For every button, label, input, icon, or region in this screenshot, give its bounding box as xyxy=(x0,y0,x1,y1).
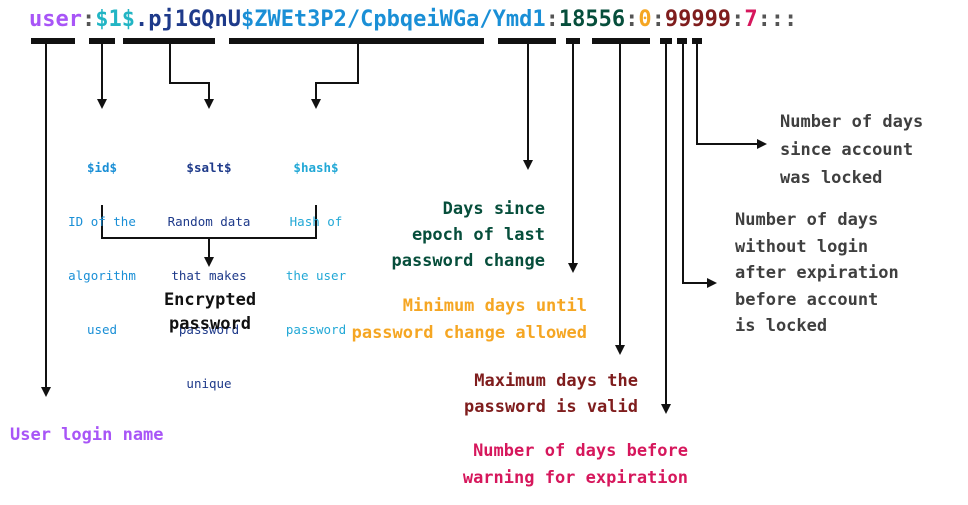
separator: : xyxy=(651,7,665,32)
underline-user xyxy=(31,38,75,44)
underline-min xyxy=(566,38,580,44)
field-user: user xyxy=(29,7,82,32)
underline-inactive xyxy=(677,38,687,44)
part-salt-line: unique xyxy=(186,376,232,391)
user-login-label: User login name xyxy=(10,425,164,445)
separator: : xyxy=(81,7,96,32)
part-id-line: algorithm xyxy=(68,268,136,283)
part-salt-title: $salt$ xyxy=(186,160,232,175)
part-id-title: $id$ xyxy=(86,160,118,175)
shadow-entry-line: user:$1$.pj1GQnU$ZWEt3P2/CpbqeiWGa/Ymd1:… xyxy=(29,6,797,34)
field-salt: .pj1GQnU xyxy=(134,7,241,32)
separator: : xyxy=(625,7,639,32)
underline-hash xyxy=(229,38,484,44)
part-salt-line: password xyxy=(178,322,240,337)
field-max: 99999 xyxy=(664,7,732,32)
underline-id xyxy=(89,38,115,44)
part-salt-line: Random data xyxy=(167,214,251,229)
part-salt: $salt$ Random data that makes password u… xyxy=(152,123,266,429)
part-id-line: ID of the xyxy=(68,214,136,229)
field-min: 0 xyxy=(638,7,652,32)
part-hash-title: $hash$ xyxy=(293,160,339,175)
field-id: $1$ xyxy=(95,7,135,32)
separator: : xyxy=(731,7,745,32)
part-hash-line: Hash of xyxy=(289,214,343,229)
part-hash-line: password xyxy=(285,322,347,337)
part-id-line: used xyxy=(86,322,118,337)
field-tail: ::: xyxy=(757,7,798,32)
field-last-change: 18556 xyxy=(558,7,626,32)
underline-max xyxy=(592,38,650,44)
underline-warn xyxy=(660,38,672,44)
part-hash-line: the user xyxy=(285,268,347,283)
field-hash: $ZWEt3P2/CpbqeiWGa/Ymd1 xyxy=(240,7,546,32)
part-hash: $hash$ Hash of the user password xyxy=(266,123,366,375)
part-salt-line: that makes xyxy=(171,268,247,283)
underline-last-change xyxy=(498,38,556,44)
part-id: $id$ ID of the algorithm used xyxy=(50,123,154,375)
underline-salt xyxy=(123,38,215,44)
underline-expire xyxy=(692,38,702,44)
field-warn: 7 xyxy=(744,7,758,32)
separator: : xyxy=(545,7,559,32)
